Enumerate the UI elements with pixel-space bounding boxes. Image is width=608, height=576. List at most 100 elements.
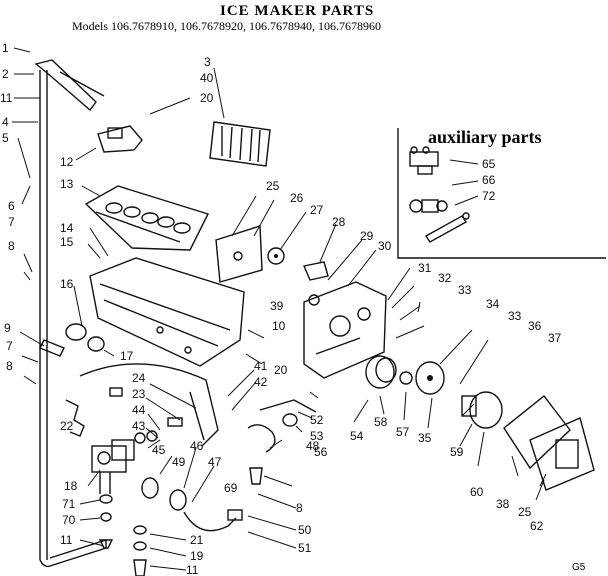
callout-58: 58 <box>374 415 388 429</box>
callout-25b: 25 <box>518 505 532 519</box>
callout-11c: 11 <box>186 563 199 576</box>
callout-42: 42 <box>254 375 268 389</box>
callout-5: 5 <box>2 131 9 145</box>
leader-lines <box>12 47 547 571</box>
callout-53: 53 <box>310 429 324 443</box>
part-16-thermostat <box>65 323 105 352</box>
callout-60: 60 <box>470 485 484 499</box>
part-41-wire-harness <box>79 363 219 447</box>
part-14-housing <box>89 257 245 367</box>
part-46-47-grommet <box>141 477 187 511</box>
auxiliary-parts-box: auxiliary parts <box>397 127 606 259</box>
part-38-cover-plate <box>503 395 571 470</box>
callout-54: 54 <box>350 429 364 443</box>
callout-27: 27 <box>310 203 324 217</box>
callout-21: 21 <box>190 533 204 547</box>
callout-37: 37 <box>548 331 562 345</box>
part-28-lever <box>303 261 329 281</box>
part-62-cover <box>529 417 595 491</box>
callout-7b: 7 <box>6 339 13 353</box>
aux-part-66 <box>409 199 448 213</box>
callout-57: 57 <box>396 425 410 439</box>
callout-36: 36 <box>528 319 542 333</box>
callout-50: 50 <box>298 523 312 537</box>
part-24-23-connectors <box>109 387 183 427</box>
auxiliary-heading: auxiliary parts <box>428 127 542 147</box>
callout-40: 40 <box>200 71 214 85</box>
callout-4: 4 <box>2 115 9 129</box>
callout-35: 35 <box>418 431 432 445</box>
callout-71: 71 <box>62 497 76 511</box>
callout-9: 9 <box>4 321 11 335</box>
callout-70: 70 <box>62 513 76 527</box>
callout-34: 34 <box>486 297 500 311</box>
callout-23: 23 <box>132 387 146 401</box>
part-13-ice-mold <box>84 185 209 251</box>
callout-69: 69 <box>224 481 238 495</box>
callout-20b: 20 <box>274 363 288 377</box>
callout-32: 32 <box>438 271 452 285</box>
callout-3: 3 <box>204 55 211 69</box>
callout-11b: 11 <box>60 533 73 547</box>
callout-49: 49 <box>172 455 186 469</box>
callout-66: 66 <box>482 173 496 187</box>
callout-15: 15 <box>60 235 74 249</box>
part-53-grommet <box>282 413 298 427</box>
callout-52: 52 <box>310 413 324 427</box>
callout-48: 48 <box>306 439 320 453</box>
page-code: G5 <box>572 562 586 573</box>
part-50-tube-fitting <box>183 509 243 532</box>
callout-31: 31 <box>418 261 432 275</box>
callout-13: 13 <box>60 177 74 191</box>
callout-1: 1 <box>2 41 9 55</box>
callout-33b: 33 <box>508 309 522 323</box>
part-54-motor <box>365 355 397 389</box>
callout-41: 41 <box>254 359 268 373</box>
callout-39: 39 <box>270 299 284 313</box>
callout-8c: 8 <box>296 501 303 515</box>
callout-29: 29 <box>360 229 374 243</box>
part-18-water-valve <box>91 439 135 494</box>
part-31-module-housing <box>303 281 387 379</box>
callout-38: 38 <box>496 497 510 511</box>
callout-14: 14 <box>60 221 74 235</box>
aux-part-65 <box>409 146 439 175</box>
callout-30: 30 <box>378 239 392 253</box>
callout-8b: 8 <box>6 359 13 373</box>
callout-43: 43 <box>132 419 146 433</box>
callout-12: 12 <box>60 155 74 169</box>
part-40-strip <box>209 121 271 167</box>
part-22-wire-bracket <box>65 399 85 437</box>
callout-labels: 1 2 11 4 5 6 7 8 9 7 8 22 18 71 70 11 12… <box>0 41 562 576</box>
callout-17: 17 <box>120 349 134 363</box>
callout-16: 16 <box>60 277 74 291</box>
callout-44: 44 <box>132 403 146 417</box>
fill-cup-assembly <box>34 59 105 112</box>
callout-19: 19 <box>190 549 204 563</box>
callout-10: 10 <box>272 319 286 333</box>
callout-22: 22 <box>60 419 74 433</box>
callout-6: 6 <box>8 199 15 213</box>
callout-7: 7 <box>8 215 15 229</box>
callout-65: 65 <box>482 157 496 171</box>
callout-26: 26 <box>290 191 304 205</box>
callout-20: 20 <box>200 91 214 105</box>
callout-8: 8 <box>8 239 15 253</box>
aux-part-72 <box>424 212 470 243</box>
callout-24: 24 <box>132 371 146 385</box>
part-60-switch <box>461 391 503 429</box>
callout-72: 72 <box>482 189 496 203</box>
callout-25: 25 <box>266 179 280 193</box>
callout-62: 62 <box>530 519 544 533</box>
callout-2: 2 <box>2 67 9 81</box>
callout-45: 45 <box>152 443 166 457</box>
callout-18: 18 <box>64 479 78 493</box>
part-45-43-44-grommets <box>134 430 158 444</box>
part-27-gear <box>267 247 285 265</box>
callout-56: 56 <box>314 445 328 459</box>
page-title: ICE MAKER PARTS <box>220 3 374 19</box>
part-69-cap <box>249 467 263 485</box>
callout-11: 11 <box>0 91 13 105</box>
fill-tube <box>39 70 107 568</box>
